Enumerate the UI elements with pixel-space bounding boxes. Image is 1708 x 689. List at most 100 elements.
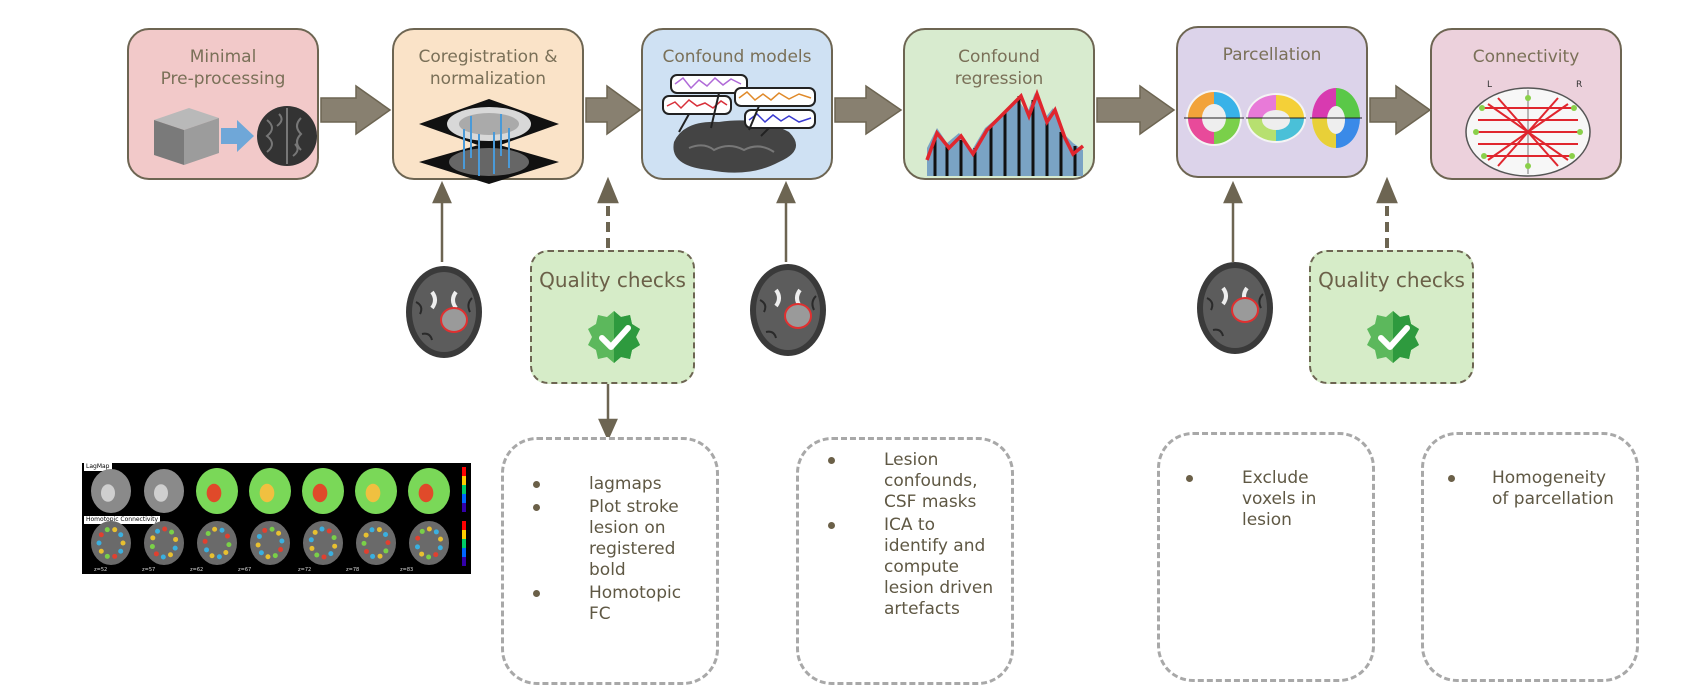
flow-arrow [1096, 84, 1176, 136]
colorbar-segment [462, 503, 466, 512]
list-item: Exclude voxels in lesion [1186, 468, 1316, 531]
connectivity-speck [377, 553, 383, 559]
connectivity-speck [169, 529, 175, 535]
parcellation-notes-list: Exclude voxels in lesion [1186, 468, 1316, 531]
connectivity-speck [223, 549, 229, 555]
flow-arrow [1369, 84, 1432, 136]
connectivity-speck [202, 538, 208, 544]
stage-title: Coregistration & normalization [418, 47, 558, 89]
slice-label: z=83 [400, 567, 414, 573]
connectivity-speck [312, 529, 318, 535]
connectivity-speck [204, 547, 210, 553]
bullet [828, 457, 835, 464]
connectivity-speck [160, 554, 166, 560]
slice-label: z=57 [142, 567, 156, 573]
connectivity-speck [419, 551, 425, 557]
colorbar-segment [462, 530, 466, 539]
slice-label: z=67 [238, 567, 252, 573]
quality-checks-box: Quality checks [530, 250, 695, 384]
list-item: Homotopic FC [533, 583, 681, 625]
slice-highlight [365, 483, 381, 503]
colorbar-segment [462, 467, 466, 476]
homotopic-label: Homotopic Connectivity [84, 516, 160, 524]
slice-label-row: z=52 z=57 z=62 z=67 z=72 z=78 z=83 [82, 567, 471, 575]
stage-connectivity: Connectivity L R [1430, 28, 1622, 180]
regression-signal-icon [925, 88, 1085, 176]
connectivity-speck [153, 551, 159, 557]
connectivity-speck [438, 536, 444, 542]
connectivity-speck [212, 526, 218, 532]
connectivity-speck [205, 531, 211, 537]
slice-label: z=72 [298, 567, 312, 573]
flow-arrows [320, 84, 1432, 136]
slice-highlight [418, 483, 434, 503]
connectivity-speck [149, 544, 155, 550]
connectivity-speck [150, 535, 156, 541]
stage-title: Minimal Pre-processing [160, 47, 286, 89]
bullet [533, 504, 540, 511]
connectivity-speck [167, 552, 173, 558]
colorbar-segment [462, 539, 466, 548]
connectivity-speck [419, 528, 425, 534]
connectome-brain-icon [1465, 87, 1591, 177]
connectivity-speck [415, 535, 421, 541]
flow-arrow [320, 84, 392, 136]
connectivity-speck [331, 535, 337, 541]
connectivity-speck [308, 537, 314, 543]
brain-slice [409, 521, 449, 565]
connectivity-left-label: L [1487, 80, 1493, 90]
connectivity-speck [216, 554, 222, 560]
bullet [533, 590, 540, 597]
arrow-head [597, 176, 619, 204]
slice-highlight [259, 483, 275, 503]
connectivity-speck [383, 548, 389, 554]
connectivity-speck [328, 551, 334, 557]
brain-timeseries-icon [662, 74, 816, 173]
lesion-brain-slice [750, 264, 826, 356]
arrow-head [1223, 180, 1243, 204]
connectivity-speck [262, 527, 268, 533]
arrow-head [598, 418, 618, 442]
connectivity-notes-list: Homogeneity of parcellation [1448, 468, 1614, 510]
connectivity-speck [173, 536, 179, 542]
colorbar-segment [462, 557, 466, 566]
connectivity-speck [224, 533, 230, 539]
colorbar-segment [462, 485, 466, 494]
arrow-head [776, 180, 796, 204]
slice-label: z=62 [190, 567, 204, 573]
connectivity-speck [272, 553, 278, 559]
connectivity-speck [326, 528, 332, 534]
bullet [828, 522, 835, 529]
list-item: Lesion confounds, CSF masks [828, 450, 993, 513]
lagmap-thumbnail: LagMap Homotopic Connectivity z=52 z=57 … [82, 463, 471, 574]
stage-parcellation: Parcellation [1176, 26, 1368, 178]
connectivity-speck [112, 553, 118, 559]
connectivity-speck [363, 532, 369, 538]
quality-checks-title: Quality checks [1318, 268, 1465, 292]
connectivity-speck [314, 552, 320, 558]
stage-minimal-preprocessing: Minimal Pre-processing [127, 28, 319, 180]
connectivity-speck [437, 545, 443, 551]
connectivity-speck [433, 552, 439, 558]
connectivity-speck [332, 543, 338, 549]
colorbar-segment [462, 476, 466, 485]
connectivity-speck [269, 526, 275, 532]
brain-slice [91, 521, 131, 565]
stage-coregistration: Coregistration & normalization [392, 28, 584, 184]
connectivity-speck [256, 533, 262, 539]
slice-highlight [101, 484, 115, 502]
connectivity-speck [104, 527, 110, 533]
connectivity-speck [209, 553, 215, 559]
connectivity-speck [363, 549, 369, 555]
connectivity-speck [112, 527, 118, 533]
slice-highlight [312, 483, 328, 503]
verified-check-icon [1367, 311, 1419, 363]
connectivity-speck [376, 527, 382, 533]
brain-slice [197, 521, 237, 565]
connectivity-speck [426, 554, 432, 560]
colorbar-segment [462, 494, 466, 503]
arrow-head [432, 180, 452, 204]
connectivity-speck [226, 542, 232, 548]
connectivity-speck [309, 545, 315, 551]
connectivity-speck [426, 526, 432, 532]
